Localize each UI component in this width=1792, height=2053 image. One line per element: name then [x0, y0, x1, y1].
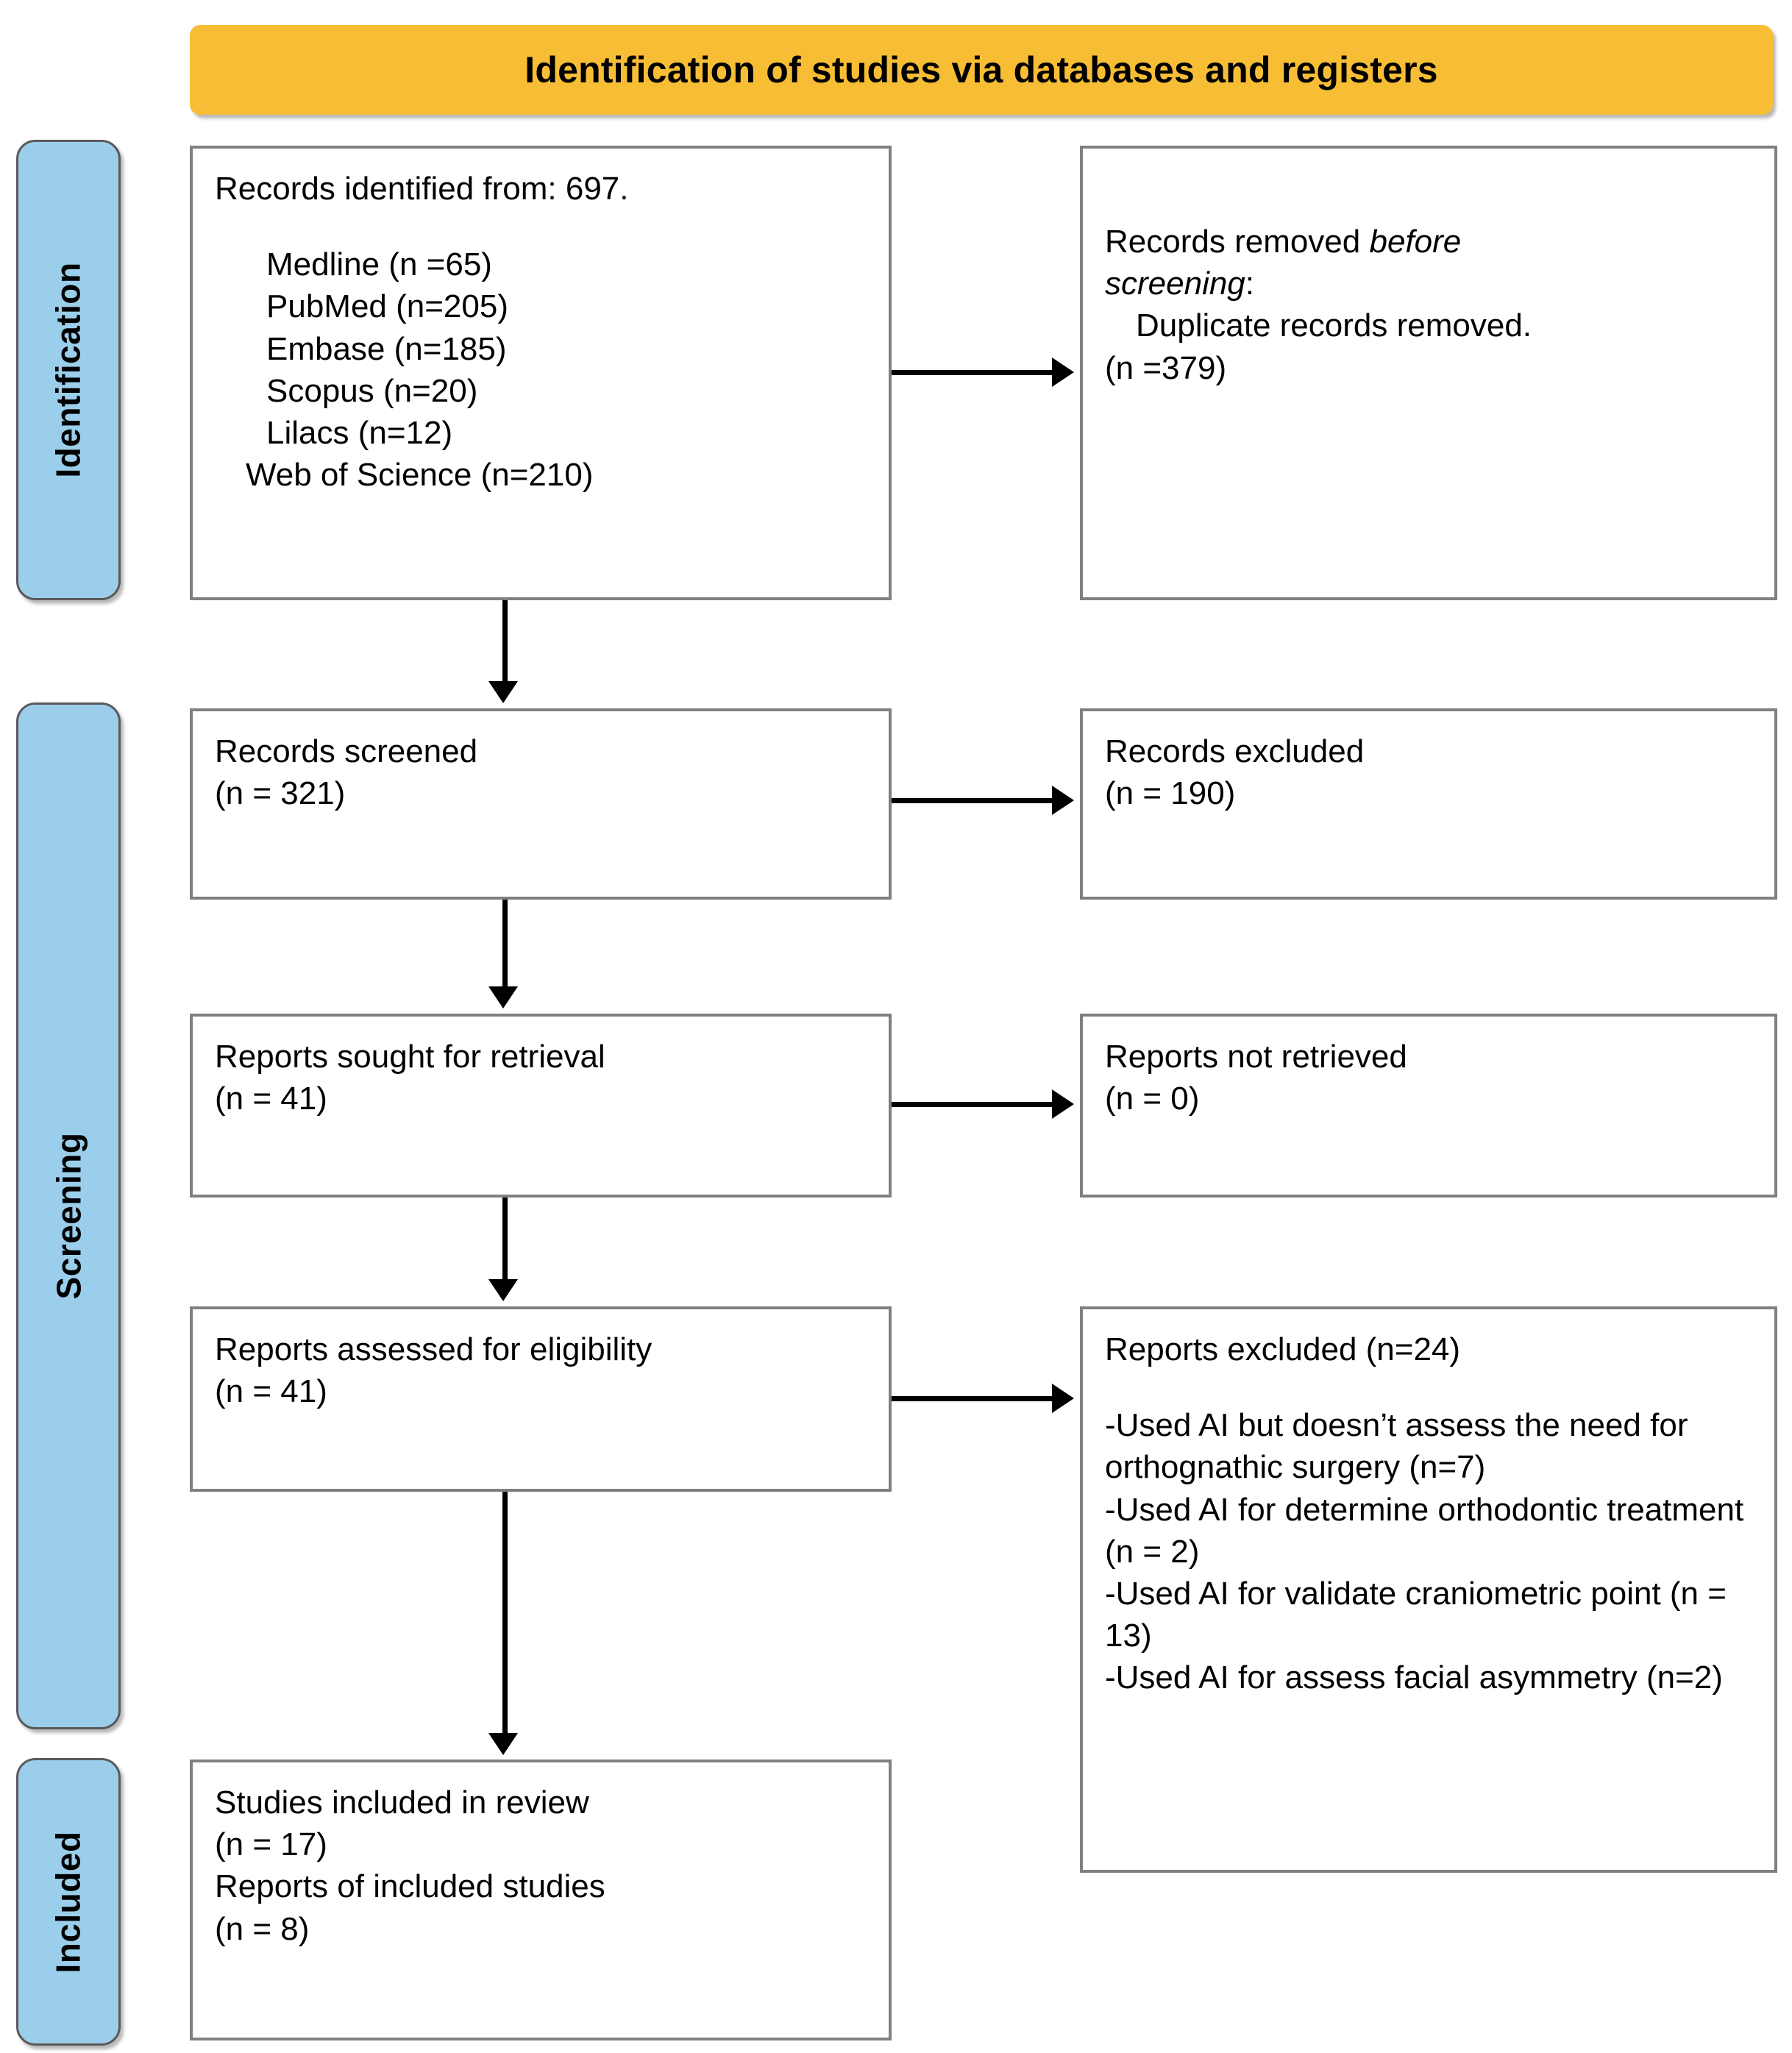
arrow-screened-to-excluded-line — [892, 798, 1055, 803]
source-web-of-science: Web of Science (n=210) — [246, 457, 594, 494]
arrow-assessed-to-included-line — [502, 1492, 508, 1736]
studies-included-count: (n = 17) — [215, 1826, 327, 1863]
box-records-excluded: Records excluded (n = 190) — [1080, 708, 1777, 900]
source-embase: Embase (n=185) — [266, 330, 507, 367]
arrow-screened-to-sought-line — [502, 900, 508, 989]
arrow-assessed-to-included-head-icon — [488, 1733, 518, 1755]
records-identified-heading: Records identified from: 697. — [215, 171, 629, 207]
stage-label-screening: Screening — [49, 1132, 88, 1300]
stage-bar-identification: Identification — [16, 140, 121, 600]
records-removed-line2-plain: : — [1245, 266, 1255, 302]
reports-excluded-heading: Reports excluded (n=24) — [1105, 1331, 1461, 1367]
arrow-sought-to-notretrieved-line — [892, 1102, 1055, 1107]
box-records-removed: Records removed before screening: Duplic… — [1080, 146, 1777, 600]
exclusion-reason-1: -Used AI but doesn’t assess the need for… — [1105, 1407, 1697, 1486]
box-reports-assessed: Reports assessed for eligibility (n = 41… — [190, 1306, 892, 1492]
arrow-identified-to-screened-head-icon — [488, 681, 518, 703]
source-pubmed: PubMed (n=205) — [266, 288, 508, 325]
arrow-assessed-to-repexcluded-line — [892, 1396, 1055, 1401]
box-reports-excluded-detail: Reports excluded (n=24) -Used AI but doe… — [1080, 1306, 1777, 1873]
stage-label-included: Included — [49, 1830, 88, 1974]
reports-included-label: Reports of included studies — [215, 1868, 605, 1905]
exclusion-reason-2: -Used AI for determine orthodontic treat… — [1105, 1491, 1753, 1570]
arrow-screened-to-excluded-head-icon — [1052, 786, 1074, 815]
records-excluded-label: Records excluded — [1105, 733, 1365, 769]
exclusion-reason-4: -Used AI for assess facial asymmetry (n=… — [1105, 1659, 1723, 1696]
arrow-sought-to-assessed-head-icon — [488, 1279, 518, 1301]
box-reports-not-retrieved: Reports not retrieved (n = 0) — [1080, 1014, 1777, 1198]
arrow-sought-to-assessed-line — [502, 1198, 508, 1282]
stage-bar-included: Included — [16, 1758, 121, 2046]
stage-label-identification: Identification — [49, 262, 88, 478]
records-removed-line1-italic: before — [1369, 224, 1462, 260]
arrow-assessed-to-repexcluded-head-icon — [1052, 1384, 1074, 1413]
records-removed-line1: Records removed before — [1105, 221, 1754, 263]
arrow-identified-to-screened-line — [502, 600, 508, 684]
diagram-title: Identification of studies via databases … — [525, 49, 1438, 90]
box-studies-included: Studies included in review (n = 17) Repo… — [190, 1760, 892, 2040]
reports-not-retrieved-count: (n = 0) — [1105, 1081, 1200, 1117]
stage-bar-screening: Screening — [16, 702, 121, 1729]
studies-included-label: Studies included in review — [215, 1785, 589, 1821]
reports-sought-label: Reports sought for retrieval — [215, 1039, 605, 1075]
arrow-screened-to-sought-head-icon — [488, 986, 518, 1008]
source-lilacs: Lilacs (n=12) — [266, 414, 453, 451]
box-records-identified: Records identified from: 697. Medline (n… — [190, 146, 892, 600]
arrow-identified-to-removed-head-icon — [1052, 357, 1074, 387]
reports-assessed-label: Reports assessed for eligibility — [215, 1331, 653, 1367]
duplicate-records-removed: Duplicate records removed. — [1136, 307, 1532, 344]
records-excluded-count: (n = 190) — [1105, 775, 1236, 812]
reports-not-retrieved-label: Reports not retrieved — [1105, 1039, 1407, 1075]
records-removed-line2: screening: — [1105, 263, 1754, 305]
reports-assessed-count: (n = 41) — [215, 1373, 327, 1410]
box-reports-sought: Reports sought for retrieval (n = 41) — [190, 1014, 892, 1198]
records-screened-count: (n = 321) — [215, 775, 346, 812]
records-screened-label: Records screened — [215, 733, 478, 769]
source-scopus: Scopus (n=20) — [266, 372, 478, 409]
duplicate-records-count: (n =379) — [1105, 349, 1227, 386]
diagram-header-banner: Identification of studies via databases … — [190, 25, 1773, 115]
reports-sought-count: (n = 41) — [215, 1081, 327, 1117]
arrow-identified-to-removed-line — [892, 370, 1055, 375]
exclusion-reason-3: -Used AI for validate craniometric point… — [1105, 1575, 1736, 1654]
source-medline: Medline (n =65) — [266, 246, 492, 283]
box-records-screened: Records screened (n = 321) — [190, 708, 892, 900]
records-removed-line1-plain: Records removed — [1105, 224, 1370, 260]
records-removed-line2-italic: screening — [1105, 266, 1245, 302]
arrow-sought-to-notretrieved-head-icon — [1052, 1089, 1074, 1119]
reports-included-count: (n = 8) — [215, 1910, 310, 1947]
